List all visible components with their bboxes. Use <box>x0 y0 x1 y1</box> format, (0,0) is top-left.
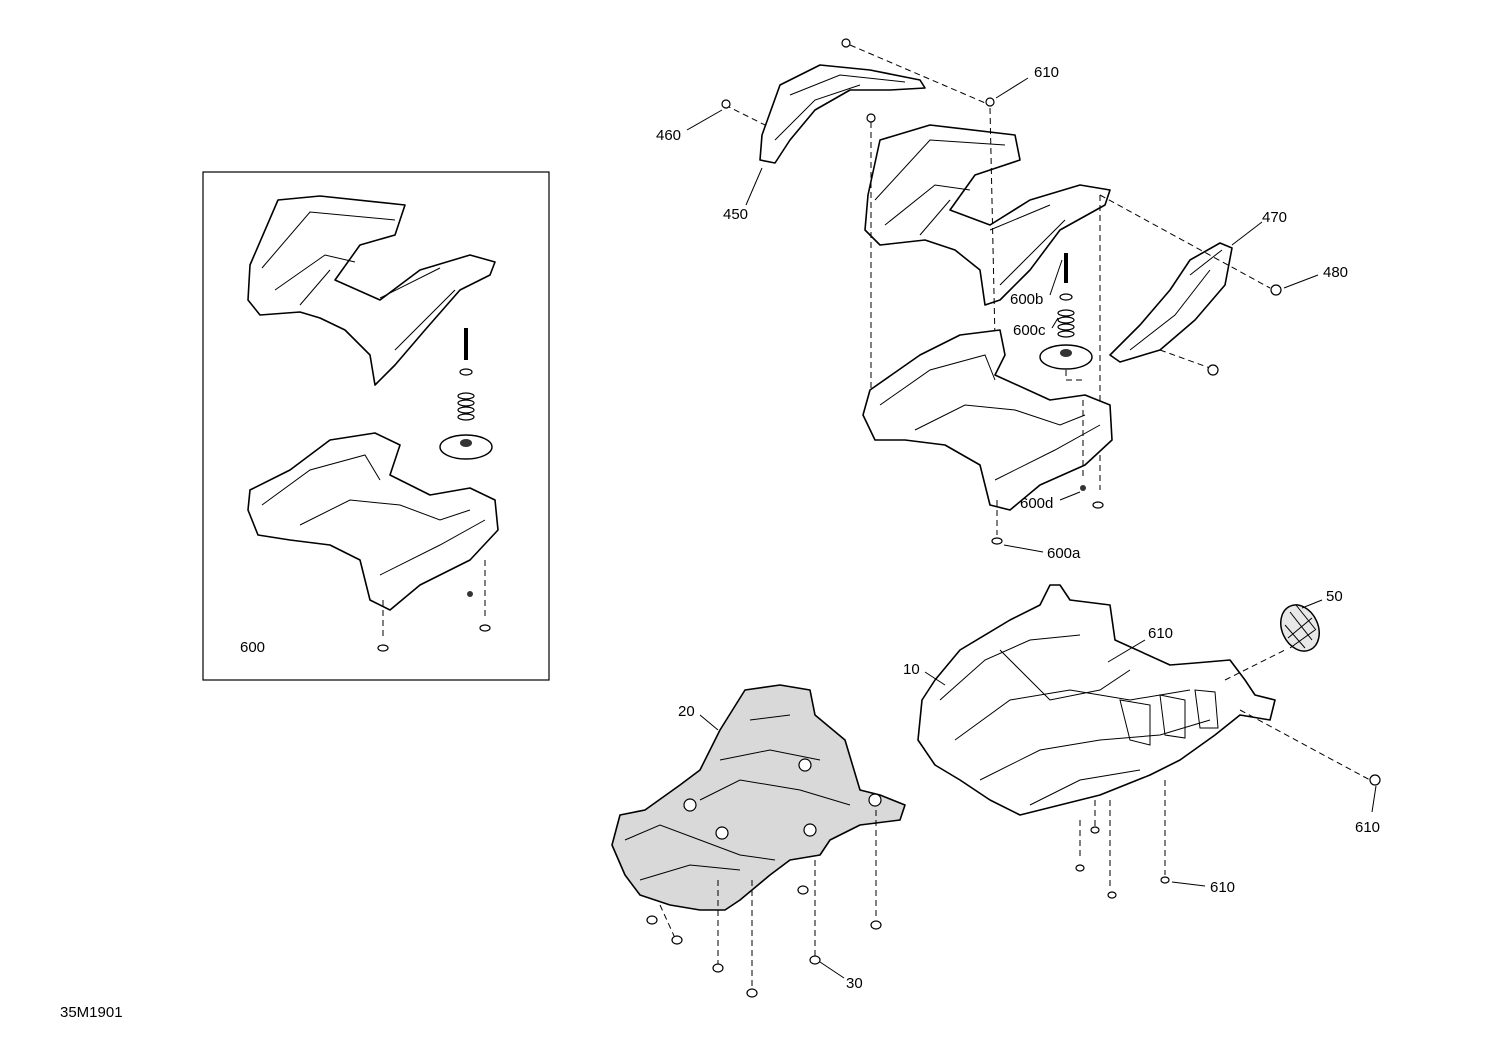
callout-450: 450 <box>723 206 748 223</box>
part-450-trim <box>721 38 991 164</box>
inset-upper-bracket <box>247 195 496 386</box>
part-10-airbox <box>917 584 1381 899</box>
inset-washer <box>459 368 473 376</box>
part-50-filter <box>1280 604 1320 652</box>
callout-20: 20 <box>678 703 695 720</box>
callout-600d: 600d <box>1020 495 1053 512</box>
inset-nut <box>467 591 473 597</box>
callout-30: 30 <box>846 975 863 992</box>
inset-cup-hub <box>460 439 472 447</box>
inset-screw-b <box>377 644 389 652</box>
callout-470: 470 <box>1262 209 1287 226</box>
inset-screw-a <box>479 624 491 632</box>
drawing-id: 35M1901 <box>60 1004 123 1021</box>
inset-spring <box>457 392 475 421</box>
part-20-heat-shield <box>611 684 906 998</box>
inset-assembly-600: 600 <box>202 171 550 681</box>
callout-50: 50 <box>1326 588 1343 605</box>
main-lower-bracket <box>862 329 1113 535</box>
inset-lower-detail <box>261 454 486 576</box>
spring-stack <box>991 253 1104 545</box>
callout-460: 460 <box>656 127 681 144</box>
inset-label: 600 <box>240 639 265 656</box>
callout-480: 480 <box>1323 264 1348 281</box>
callout-610-right: 610 <box>1355 819 1380 836</box>
inset-lower-bracket <box>247 432 499 611</box>
callout-610-top: 610 <box>1034 64 1059 81</box>
callout-10: 10 <box>903 661 920 678</box>
inset-upper-detail <box>261 211 456 351</box>
callout-610-bottom: 610 <box>1210 879 1235 896</box>
callout-610-mid: 610 <box>1148 625 1173 642</box>
callout-600b: 600b <box>1010 291 1043 308</box>
inset-frame <box>202 171 550 681</box>
callout-600c: 600c <box>1013 322 1046 339</box>
leader-lines <box>686 77 1377 979</box>
callout-600a: 600a <box>1047 545 1081 562</box>
part-470-trim <box>1099 194 1282 376</box>
